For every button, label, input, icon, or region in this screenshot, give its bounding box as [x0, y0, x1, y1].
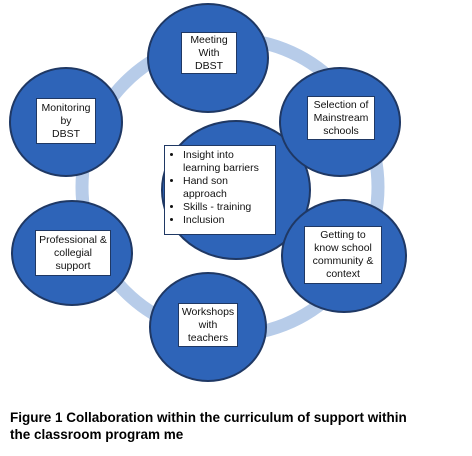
caption-line: the classroom program me [10, 427, 184, 442]
center-box: Insight into learning barriers Hand son … [164, 145, 276, 235]
node-lower-left-line: collegial [54, 246, 92, 259]
node-bottom-line: teachers [187, 331, 229, 344]
node-upper-left-line: Monitoring [41, 101, 91, 114]
node-upper-right-line: schools [323, 124, 359, 137]
node-top-line: With [198, 46, 220, 59]
node-top-line: DBST [194, 59, 223, 72]
node-upper-left-line: by [60, 114, 72, 127]
node-lower-right-line: context [326, 268, 360, 280]
node-upper-right-line: Mainstream [313, 111, 369, 124]
node-upper-left-box: Monitoring by DBST [36, 98, 96, 144]
center-list: Insight into learning barriers Hand son … [169, 149, 271, 227]
node-bottom-box: Workshops with teachers [178, 303, 238, 347]
node-lower-left-line: support [55, 259, 91, 272]
center-list-item: Inclusion [183, 214, 271, 227]
center-list-item: Insight into learning barriers [183, 149, 271, 175]
node-bottom-line: Workshops [181, 305, 235, 318]
node-lower-left-box: Professional & collegial support [35, 230, 111, 276]
node-lower-right-box: Getting to know school community & conte… [304, 226, 382, 284]
node-lower-right-line: know school [314, 242, 372, 254]
node-upper-right-box: Selection of Mainstream schools [307, 96, 375, 140]
node-lower-right-line: Getting to [320, 229, 366, 241]
node-upper-right-line: Selection of [313, 98, 369, 111]
node-upper-left-line: DBST [51, 127, 80, 140]
node-lower-left-line: Professional & [39, 233, 107, 246]
center-list-item: Hand son approach [183, 175, 271, 201]
node-bottom-line: with [198, 318, 218, 331]
center-list-item: Skills - training [183, 201, 271, 214]
figure-caption: Figure 1 Collaboration within the curric… [10, 409, 468, 443]
caption-line: Figure 1 Collaboration within the curric… [10, 410, 407, 425]
node-top-box: Meeting With DBST [181, 32, 237, 74]
node-top-line: Meeting [190, 33, 228, 46]
node-lower-right-line: community & [312, 255, 374, 267]
